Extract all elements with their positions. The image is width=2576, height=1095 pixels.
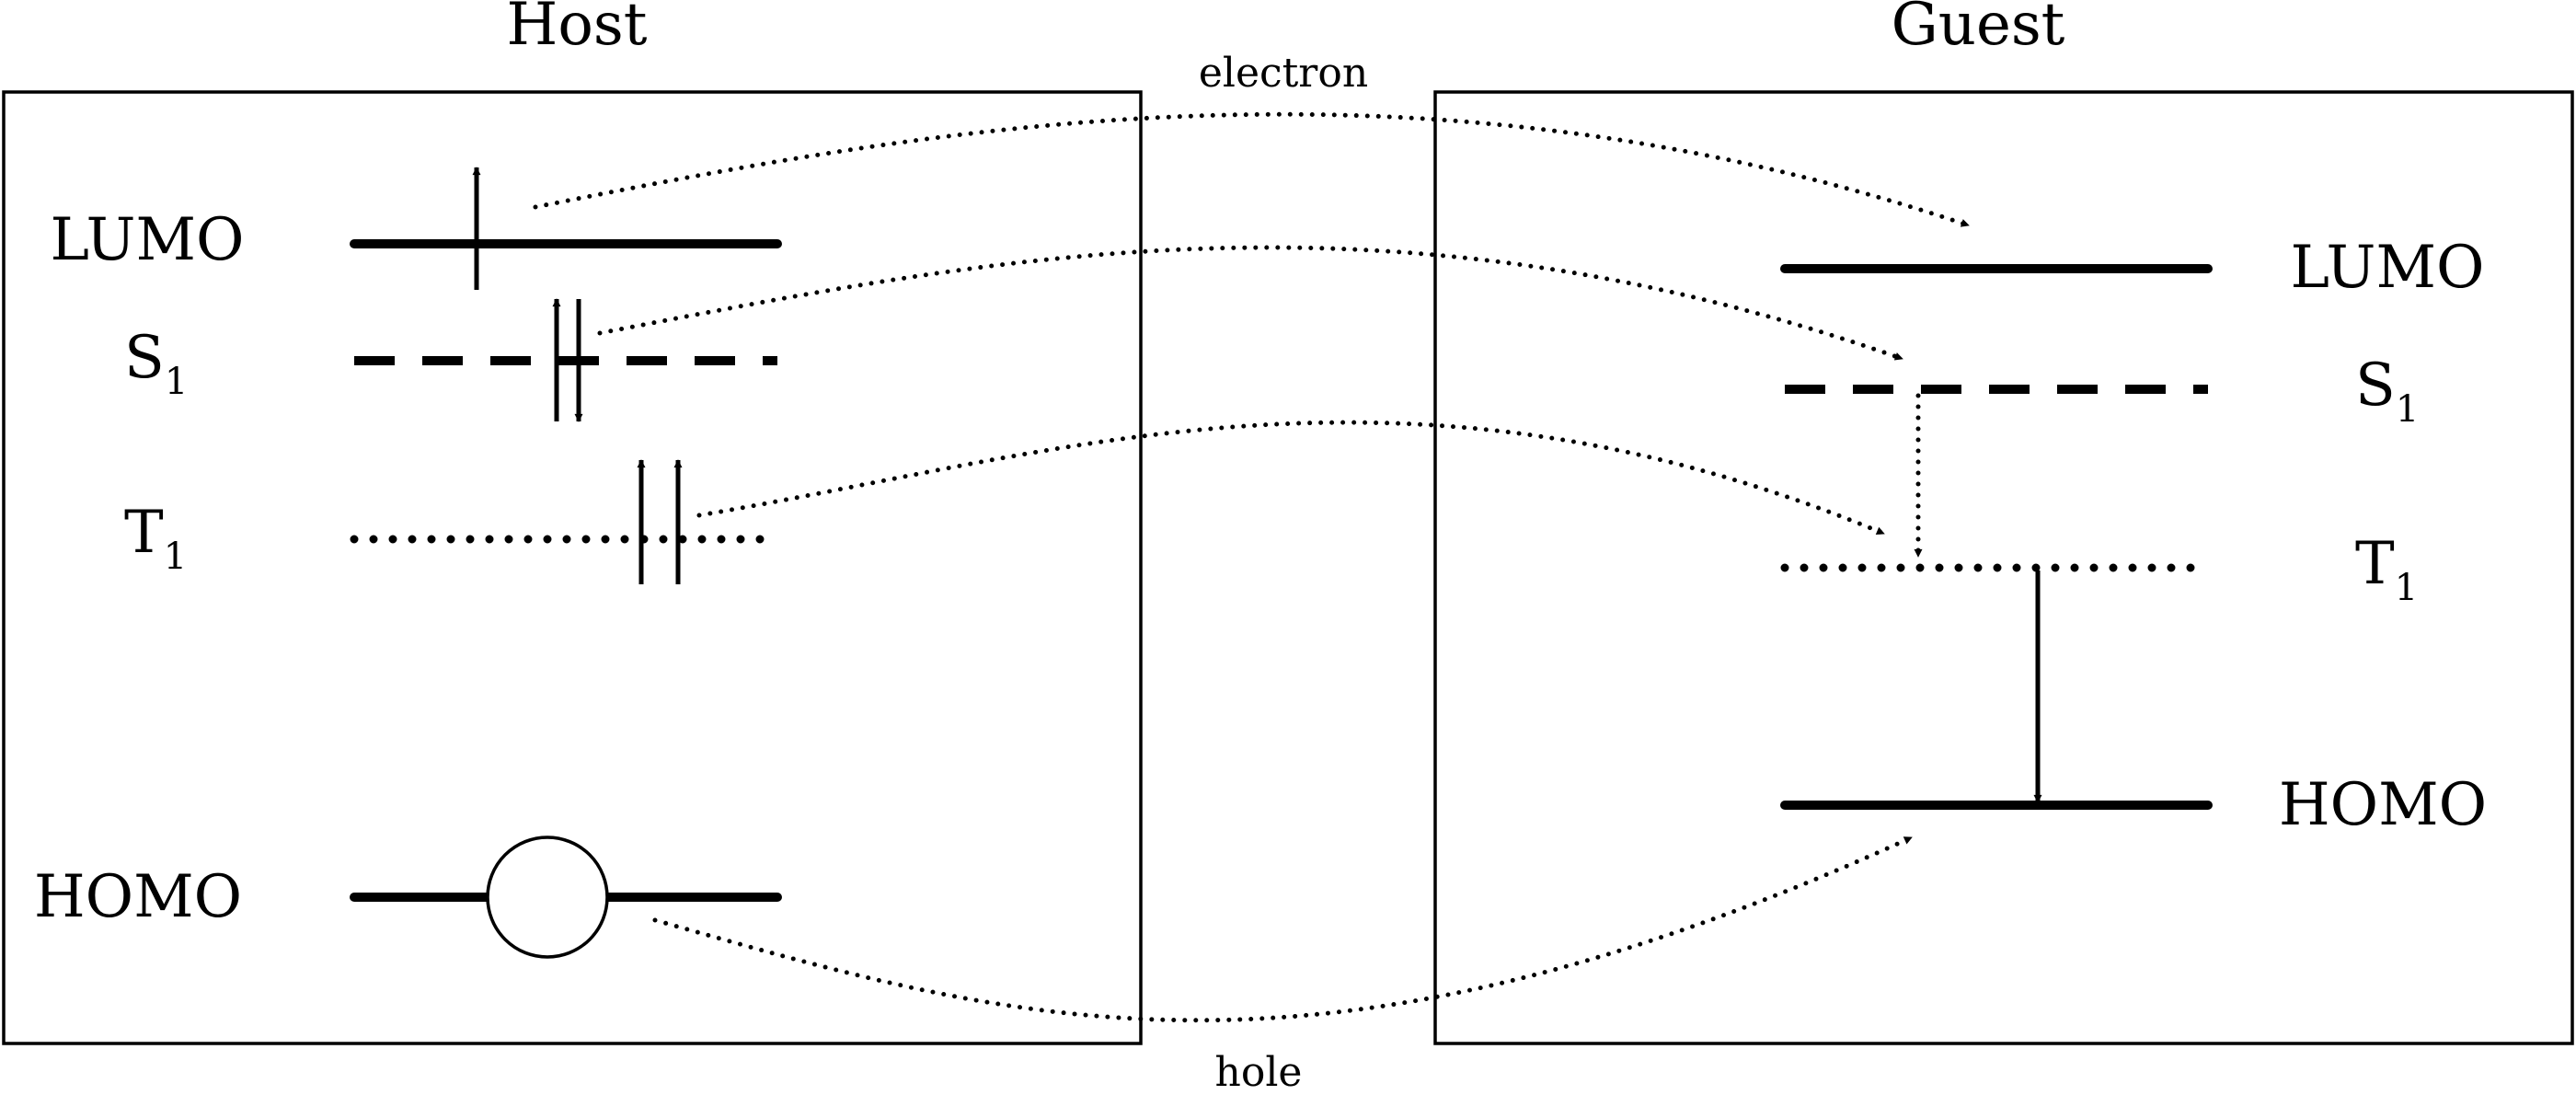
guest-homo-label: HOMO	[2279, 771, 2487, 839]
guest-lumo-label: LUMO	[2291, 234, 2485, 302]
electron-label: electron	[1199, 50, 1368, 97]
electron-transfer-arrow	[533, 111, 1972, 228]
host-s1-label: S1	[124, 324, 188, 403]
singlet-transfer-arrow	[597, 245, 1905, 362]
host-levels	[350, 239, 782, 959]
host-t1-label: T1	[124, 499, 187, 578]
hole-label: hole	[1215, 1049, 1303, 1095]
host-title: Host	[507, 0, 648, 59]
host-spins	[472, 167, 683, 584]
host-hole-circle	[486, 836, 609, 959]
guest-t1-label: T1	[2355, 530, 2418, 609]
host-lumo-label: LUMO	[51, 206, 245, 274]
guest-s1-label: S1	[2355, 352, 2419, 431]
host-box	[2, 90, 1143, 1045]
guest-title: Guest	[1892, 0, 2065, 59]
host-homo-label: HOMO	[34, 863, 242, 931]
triplet-transfer-arrow	[696, 420, 1887, 536]
guest-levels	[1780, 264, 2213, 810]
hole-transfer-arrow	[652, 835, 1915, 1023]
guest-box	[1433, 90, 2574, 1045]
